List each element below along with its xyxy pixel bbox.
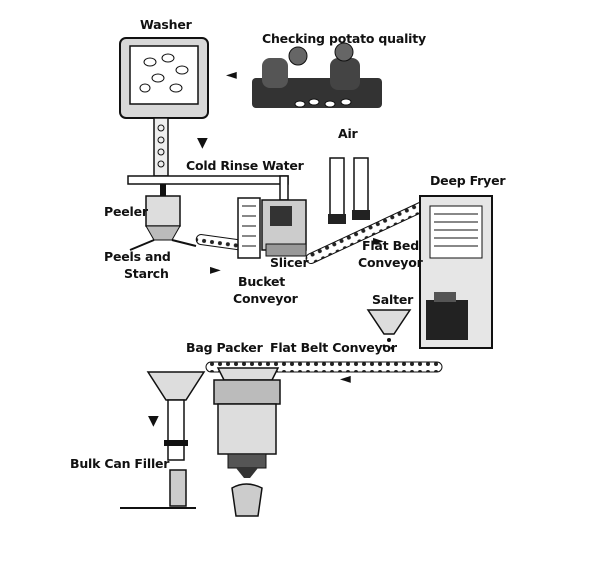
arrow-left-icon: ◄ [226,67,237,83]
peeler-machine [129,195,197,251]
label-bucket-line1: Bucket [238,274,286,289]
arrow-right-icon: ► [373,233,384,249]
bag-packer [213,367,281,517]
label-salter: Salter [372,292,414,307]
salter [366,309,412,350]
bulk-can-filler [120,371,206,509]
arrow-down-icon: ▼ [148,413,159,429]
label-peels-line2: Starch [124,266,169,281]
workers-illustration [252,42,382,108]
label-flat-bed-line2: Conveyor [358,255,423,270]
label-bucket-line2: Conveyor [233,291,298,306]
label-checking-potato-quality: Checking potato quality [262,31,426,46]
label-flat-belt-conveyor: Flat Belt Conveyor [270,340,397,355]
label-peeler: Peeler [104,204,148,219]
arrow-left-icon: ◄ [340,371,351,387]
washer-machine [119,37,209,177]
label-air: Air [338,126,358,141]
label-flat-bed-line1: Flat Bed [362,238,419,253]
label-washer: Washer [140,17,192,32]
air-nozzles [328,157,370,224]
cold-rinse-pipe [127,175,289,201]
label-peels-line1: Peels and [104,249,171,264]
bucket-conveyor [237,197,307,259]
label-bag-packer: Bag Packer [186,340,263,355]
label-slicer: Slicer [270,255,309,270]
arrow-right-icon: ► [210,262,221,278]
label-deep-fryer: Deep Fryer [430,173,506,188]
label-bulk-can-filler: Bulk Can Filler [70,456,170,471]
deep-fryer [419,195,493,349]
label-cold-rinse-water: Cold Rinse Water [186,158,304,173]
arrow-down-icon: ▼ [197,135,208,151]
